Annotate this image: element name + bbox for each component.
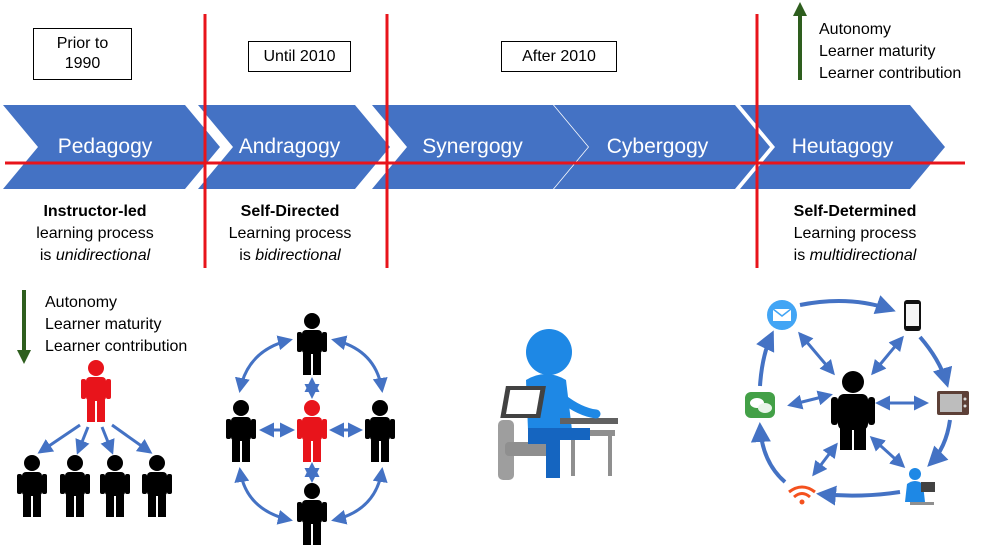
description-direction-line: is bidirectional — [205, 245, 375, 267]
up-arrow-icon — [793, 2, 807, 80]
black-person-icon — [297, 313, 327, 375]
chevron-pedagogy — [3, 105, 220, 189]
black-person-icon — [365, 400, 395, 462]
description-prefix: is — [239, 247, 256, 264]
stage-label-synergogy: Synergogy — [422, 135, 523, 158]
description-direction-line: is unidirectional — [10, 245, 180, 267]
small-laptop-user-icon — [905, 468, 935, 505]
description-title: Self-Directed — [240, 203, 340, 220]
red-person-icon — [81, 360, 111, 422]
description-title: Self-Determined — [793, 203, 917, 220]
black-person-icon — [226, 400, 256, 462]
stage-label-heutagogy: Heutagogy — [791, 135, 894, 158]
down-arrow-icon — [17, 290, 31, 364]
description-title: Instructor-led — [43, 203, 147, 220]
indicator-maturity: Learner maturity — [45, 316, 162, 333]
indicator-list-top: Autonomy Learner maturity Learner contri… — [819, 19, 961, 85]
indicator-contribution: Learner contribution — [819, 65, 962, 82]
description-line: learning process — [36, 225, 154, 242]
period-label-line1: Prior to — [56, 35, 109, 52]
black-person-icon — [60, 455, 90, 517]
period-label: After 2010 — [522, 47, 596, 65]
description-direction: multidirectional — [809, 247, 917, 264]
description-pedagogy: Instructor-led learning process is unidi… — [10, 201, 180, 267]
period-box-after-2010: After 2010 — [501, 41, 617, 72]
description-andragogy: Self-Directed Learning process is bidire… — [205, 201, 375, 267]
description-direction: bidirectional — [255, 247, 341, 264]
hub-person-icon — [831, 371, 875, 450]
chevron-synergogy — [372, 105, 588, 189]
chevron-heutagogy — [740, 105, 945, 189]
smartphone-icon — [904, 300, 921, 331]
mail-icon — [767, 300, 797, 330]
indicator-autonomy: Autonomy — [819, 21, 892, 38]
description-direction: unidirectional — [55, 247, 151, 264]
description-line: Learning process — [228, 225, 352, 242]
indicator-autonomy: Autonomy — [45, 294, 118, 311]
period-label-line2: 1990 — [64, 55, 101, 72]
description-line: Learning process — [793, 225, 917, 242]
chat-icon — [745, 392, 775, 418]
description-heutagogy: Self-Determined Learning process is mult… — [770, 201, 940, 267]
indicator-maturity: Learner maturity — [819, 43, 936, 60]
black-person-icon — [100, 455, 130, 517]
stage-label-pedagogy: Pedagogy — [57, 135, 153, 158]
period-box-prior-1990: Prior to 1990 — [33, 28, 132, 80]
indicator-contribution: Learner contribution — [45, 338, 188, 355]
red-person-icon — [297, 400, 327, 462]
laptop-user-icon — [498, 329, 618, 480]
description-prefix: is — [793, 247, 810, 264]
tv-icon — [937, 391, 969, 415]
description-prefix: is — [39, 247, 56, 264]
stage-label-andragogy: Andragogy — [238, 135, 341, 158]
chevron-andragogy — [198, 105, 390, 189]
pedagogy-illustration — [17, 360, 172, 517]
black-person-icon — [17, 455, 47, 517]
wifi-icon — [788, 485, 816, 505]
heutagogy-illustration — [745, 295, 969, 506]
black-person-icon — [142, 455, 172, 517]
period-label: Until 2010 — [263, 47, 336, 65]
chevron-cybergogy — [554, 105, 770, 189]
stage-label-cybergogy: Cybergogy — [606, 135, 709, 158]
period-box-until-2010: Until 2010 — [248, 41, 351, 72]
indicator-list-bottom: Autonomy Learner maturity Learner contri… — [45, 292, 187, 358]
black-person-icon — [297, 483, 327, 545]
andragogy-illustration — [226, 313, 395, 545]
description-direction-line: is multidirectional — [770, 245, 940, 267]
